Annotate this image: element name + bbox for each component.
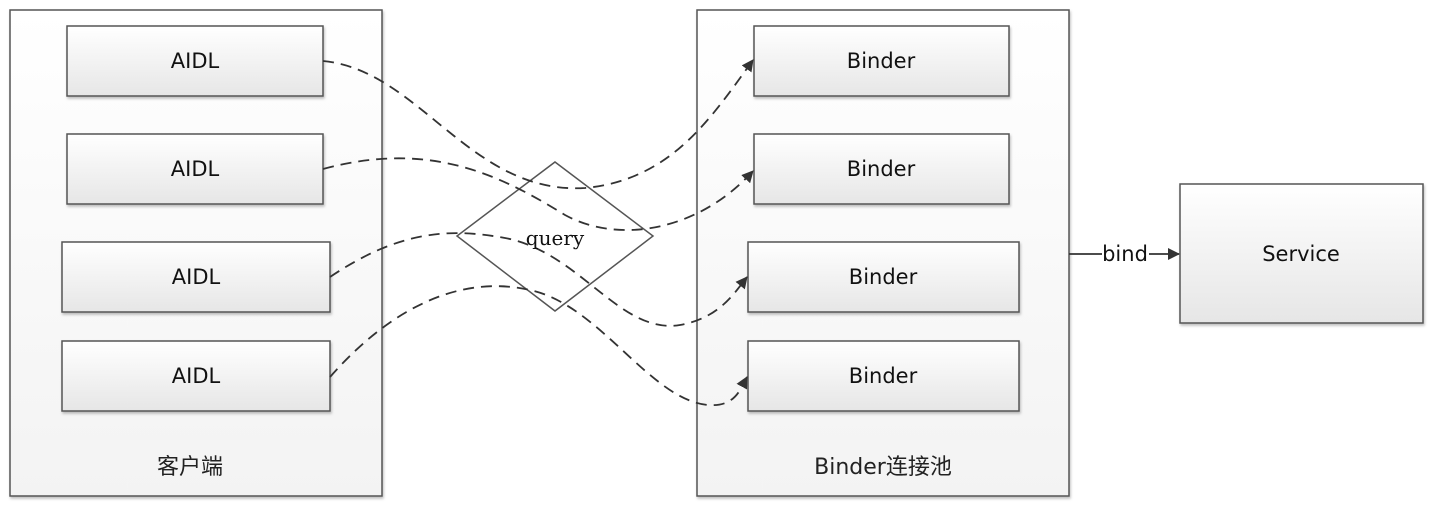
bind-connector: bind (1069, 242, 1180, 266)
aidl-box: AIDL (66, 133, 324, 205)
bind-label: bind (1102, 242, 1148, 266)
binder-label: Binder (847, 157, 916, 181)
connector-aidl2-binder2 (322, 157, 754, 231)
binder-label: Binder (849, 265, 918, 289)
aidl-label: AIDL (172, 265, 221, 289)
connector-aidl3-binder3 (329, 232, 748, 327)
connector-aidl1-binder1 (322, 59, 754, 189)
binder-label: Binder (849, 364, 918, 388)
aidl-label: AIDL (172, 364, 221, 388)
binder-pool-label: Binder连接池 (814, 455, 952, 480)
binder-box: Binder (753, 133, 1010, 205)
binder-box: Binder (747, 241, 1020, 313)
client-label: 客户端 (157, 455, 223, 480)
service-label: Service (1262, 242, 1340, 266)
connector-aidl4-binder4 (329, 285, 748, 406)
aidl-label: AIDL (171, 157, 220, 181)
aidl-box: AIDL (61, 340, 331, 412)
service-box: Service (1179, 183, 1424, 324)
binder-box: Binder (753, 25, 1010, 97)
query-label: query (526, 226, 585, 250)
query-diamond (455, 161, 655, 312)
aidl-box: AIDL (61, 241, 331, 313)
binder-box: Binder (747, 340, 1020, 412)
aidl-box: AIDL (66, 25, 324, 97)
binder-label: Binder (847, 49, 916, 73)
query-connectors (322, 59, 754, 406)
aidl-label: AIDL (171, 49, 220, 73)
